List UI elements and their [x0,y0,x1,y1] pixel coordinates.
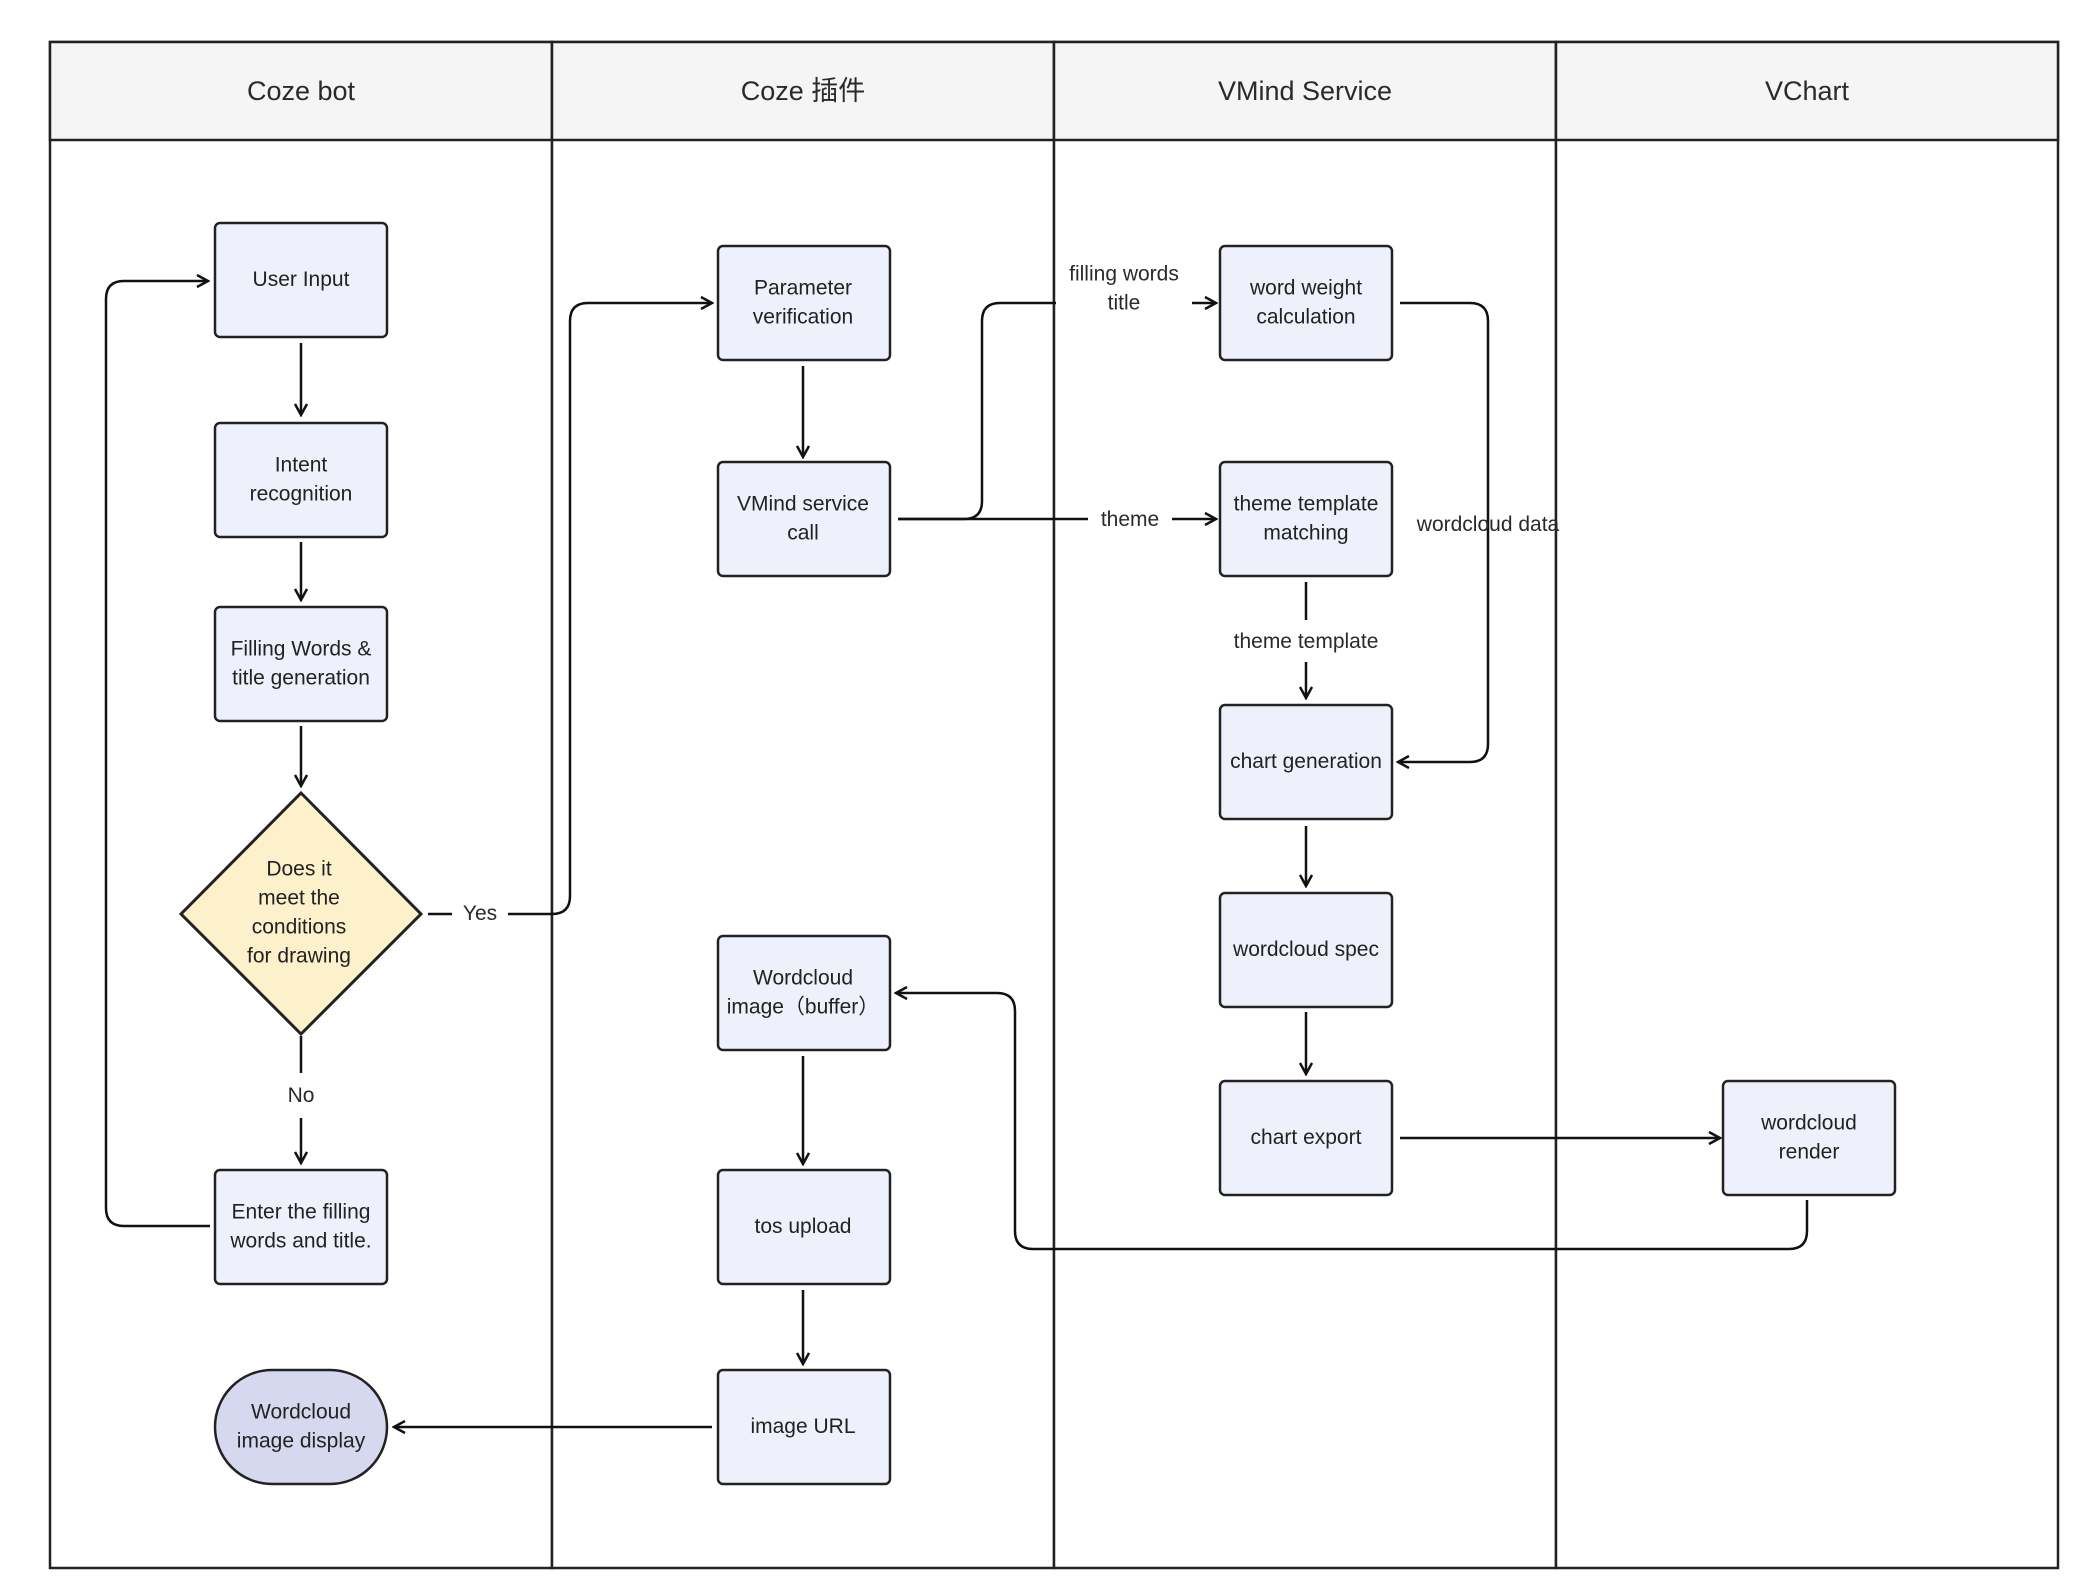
text-line: matching [1263,521,1348,544]
edge-label-theme-template: theme template [1234,630,1379,653]
text-line: render [1779,1140,1840,1163]
text-line: meet the [258,886,340,909]
edges [104,281,1809,1427]
node-theme-template-matching: theme template matching [1218,460,1394,578]
text-line: verification [753,305,853,328]
node-decision-conditions-for-drawing: Does it meet the conditions for drawing [178,790,424,1037]
node-label: VMind service call [737,492,869,544]
node-label: wordcloud render [1760,1111,1857,1163]
node-filling-words-title-generation: Filling Words & title generation [213,605,389,723]
node-label: Intent recognition [250,453,353,505]
node-word-weight-calculation: word weight calculation [1218,244,1394,362]
node-label: word weight calculation [1249,276,1362,328]
text-line: Wordcloud [251,1400,351,1423]
node-label: wordcloud spec [1232,938,1379,961]
edge-render-to-image-buffer [896,993,1809,1251]
text-line: calculation [1256,305,1355,328]
edge-label-theme: theme [1101,508,1159,531]
lane-title-coze-bot: Coze bot [247,76,356,106]
text-line: call [787,521,819,544]
text-line: Parameter [754,276,852,299]
node-wordcloud-spec: wordcloud spec [1218,891,1394,1009]
text-line: words and title. [229,1229,371,1252]
text-line: image URL [750,1415,855,1438]
node-image-url: image URL [716,1368,892,1486]
text-line: title generation [232,666,370,689]
node-chart-export: chart export [1218,1079,1394,1197]
edge-label-wordcloud-data: wordcloud data [1416,513,1560,536]
text-line: theme [1101,508,1159,531]
text-line: for drawing [247,944,351,967]
text-line: Intent [275,453,328,476]
text-line: chart generation [1230,750,1382,773]
node-intent-recognition: Intent recognition [213,421,389,539]
text-line: Does it [266,857,332,880]
lane-vchart: VChart [1554,40,2060,1570]
text-line: Filling Words & [231,637,372,660]
node-wordcloud-render: wordcloud render [1721,1079,1897,1197]
node-tos-upload: tos upload [716,1168,892,1286]
edge-yes-to-parameter [508,303,712,916]
node-enter-filling-words-and-title: Enter the filling words and title. [213,1168,389,1286]
text-line: image display [237,1429,366,1452]
node-user-input: User Input [213,221,389,339]
text-line: Enter the filling [232,1200,371,1223]
lane-title-vmind-service: VMind Service [1218,76,1392,106]
node-label: Does it meet the conditions for drawing [247,857,351,967]
node-label: Parameter verification [753,276,853,328]
node-label: Wordcloud image（buffer） [727,966,880,1018]
text-line: Yes [463,902,497,925]
text-line: title [1108,291,1141,314]
node-label: theme template matching [1234,492,1379,544]
text-line: chart export [1251,1126,1362,1149]
node-label: Wordcloud image display [237,1400,366,1452]
node-label: Filling Words & title generation [231,637,372,689]
text-line: No [288,1084,315,1107]
text-line: theme template [1234,630,1379,653]
text-line: tos upload [755,1215,852,1238]
node-label: chart generation [1230,750,1382,773]
node-wordcloud-image-display: Wordcloud image display [213,1368,389,1486]
node-wordcloud-image-buffer: Wordcloud image（buffer） [716,934,892,1052]
edge-word-weight-to-chart-generation [1398,301,1490,762]
text-line: User Input [253,268,350,291]
node-label: image URL [750,1415,855,1438]
text-line: wordcloud spec [1232,938,1379,961]
node-label: tos upload [755,1215,852,1238]
edge-label-yes: Yes [463,902,497,925]
edge-labels: Yes No filling words title theme theme te… [288,262,1560,1107]
text-line: filling words [1069,262,1179,285]
text-line: wordcloud [1760,1111,1857,1134]
node-vmind-service-call: VMind service call [716,460,892,578]
edge-label-filling-words-title: filling words title [1069,262,1179,314]
edge-enter-to-user-input [104,281,210,1228]
text-line: wordcloud data [1416,513,1560,536]
node-chart-generation: chart generation [1218,703,1394,821]
text-line: recognition [250,482,353,505]
text-line: conditions [252,915,347,938]
edge-label-no: No [288,1084,315,1107]
lane-title-coze-plugin: Coze 插件 [741,76,866,106]
text-line: VMind service [737,492,869,515]
text-line: word weight [1249,276,1362,299]
text-line: image（buffer） [727,995,880,1018]
text-line: Wordcloud [753,966,853,989]
lane-title-vchart: VChart [1765,76,1850,106]
node-label: Enter the filling words and title. [229,1200,371,1252]
node-label: chart export [1251,1126,1362,1149]
node-parameter-verification: Parameter verification [716,244,892,362]
node-label: User Input [253,268,350,291]
text-line: theme template [1234,492,1379,515]
